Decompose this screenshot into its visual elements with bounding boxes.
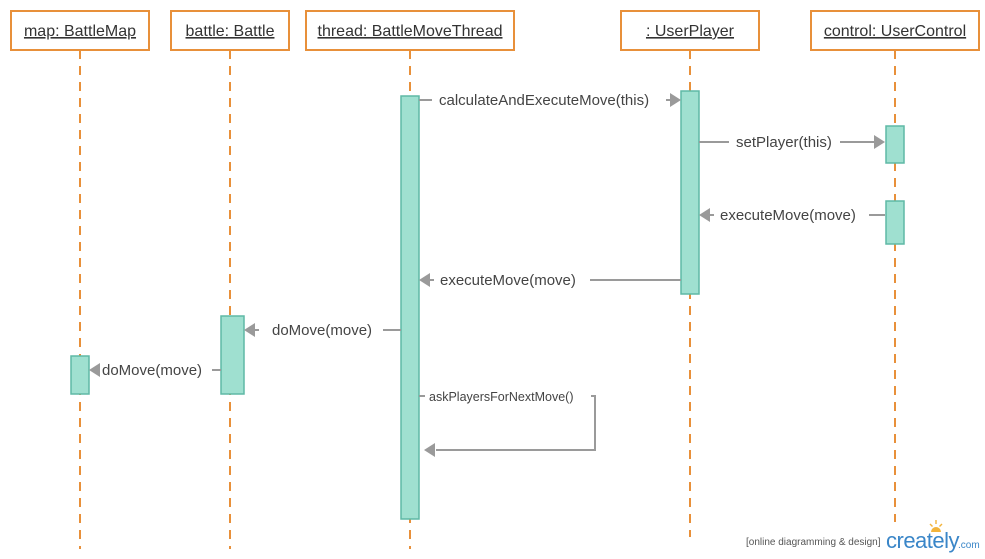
lifeline-control: control: UserControl (810, 10, 980, 522)
message-calculate-and-execute-move[interactable]: calculateAndExecuteMove(this) (419, 92, 681, 109)
lifeline-control-box[interactable] (810, 10, 980, 51)
arrowhead-right-icon (670, 93, 681, 107)
arrowhead-left-icon (699, 208, 710, 222)
arrowhead-left-icon (424, 443, 435, 457)
message-do-move-map[interactable]: doMove(move) (89, 362, 221, 379)
lifeline-battle: battle: Battle (170, 10, 290, 549)
branding-tagline: [online diagramming & design] (746, 537, 881, 548)
arrowhead-left-icon (89, 363, 100, 377)
message-label: calculateAndExecuteMove(this) (439, 92, 649, 109)
message-execute-move-return-user[interactable]: executeMove(move) (699, 207, 885, 224)
lifeline-map: map: BattleMap (10, 10, 150, 549)
message-label: doMove(move) (272, 322, 372, 339)
message-set-player[interactable]: setPlayer(this) (699, 134, 885, 151)
activation-battle[interactable] (220, 315, 245, 395)
message-label: setPlayer(this) (736, 134, 832, 151)
lifeline-control-title: control: UserControl (824, 23, 966, 40)
arrowhead-left-icon (244, 323, 255, 337)
message-label: doMove(move) (102, 362, 202, 379)
activation-control-2[interactable] (885, 200, 905, 245)
lifeline-thread-title: thread: BattleMoveThread (318, 23, 503, 40)
message-label: askPlayersForNextMove() (429, 390, 573, 404)
message-execute-move-return-thread[interactable]: executeMove(move) (419, 272, 681, 289)
arrowhead-right-icon (874, 135, 885, 149)
branding-domain: .com (958, 540, 980, 551)
message-do-move-battle[interactable]: doMove(move) (244, 322, 401, 339)
lifeline-map-box[interactable] (10, 10, 150, 51)
lifeline-battle-box[interactable] (170, 10, 290, 51)
message-ask-players-for-next-move[interactable]: askPlayersForNextMove() (419, 390, 596, 457)
message-label: executeMove(move) (720, 207, 856, 224)
arrowhead-left-icon (419, 273, 430, 287)
lifeline-user-box[interactable] (620, 10, 760, 51)
activation-control-1[interactable] (885, 125, 905, 164)
lifeline-user-title: : UserPlayer (646, 23, 735, 40)
activation-user[interactable] (680, 90, 700, 295)
lifeline-map-title: map: BattleMap (24, 23, 136, 40)
activation-thread[interactable] (400, 95, 420, 520)
sun-icon (929, 520, 943, 532)
message-label: executeMove(move) (440, 272, 576, 289)
lifeline-battle-title: battle: Battle (186, 23, 275, 40)
branding-logo[interactable]: creately (886, 528, 960, 553)
activation-map[interactable] (70, 355, 90, 395)
